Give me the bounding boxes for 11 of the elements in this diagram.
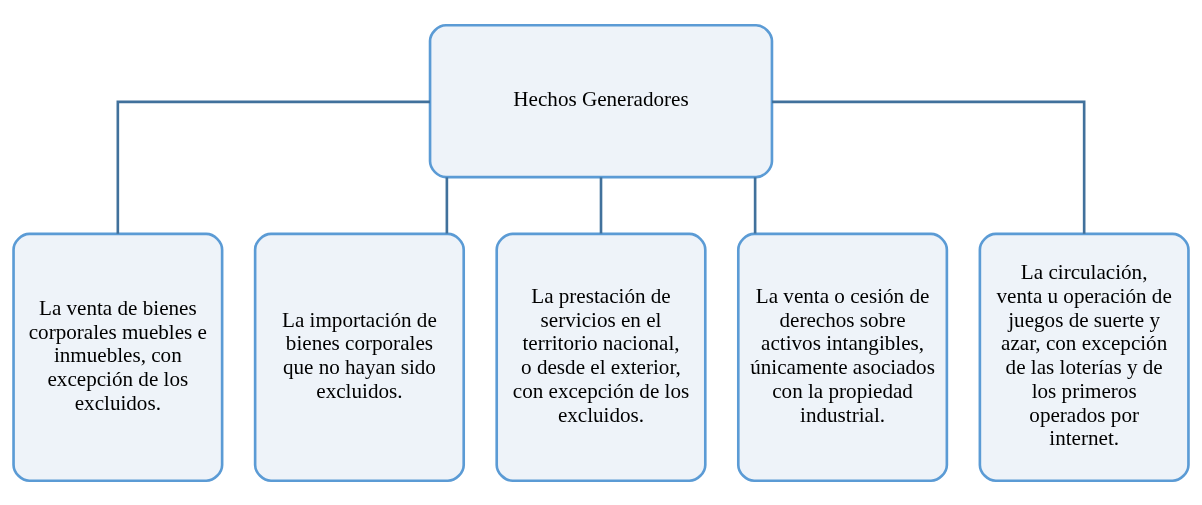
node-box: La prestación de servicios en el territorio nacional, o desde el exterior, con excepción de los excluidos. bbox=[495, 232, 707, 482]
connector bbox=[445, 176, 449, 233]
node-box: La importación de bienes corporales que no hayan sido excluidos. bbox=[253, 232, 466, 482]
connector bbox=[772, 100, 1086, 234]
node-box: La venta o cesión de derechos sobre activos intangibles, únicamente asociados con la propiedad industrial. bbox=[736, 232, 949, 482]
node-box: La circulación, venta u operación de juegos de suerte y azar, con excepción de las loterías y de los primeros operados por internet. bbox=[978, 232, 1190, 482]
connector bbox=[599, 176, 603, 233]
node-box: La venta de bienes corporales muebles e inmuebles, con excepción de los excluidos. bbox=[12, 232, 224, 482]
connector bbox=[753, 176, 757, 233]
connector bbox=[116, 100, 430, 234]
node-box: Hechos Generadores bbox=[428, 23, 774, 178]
